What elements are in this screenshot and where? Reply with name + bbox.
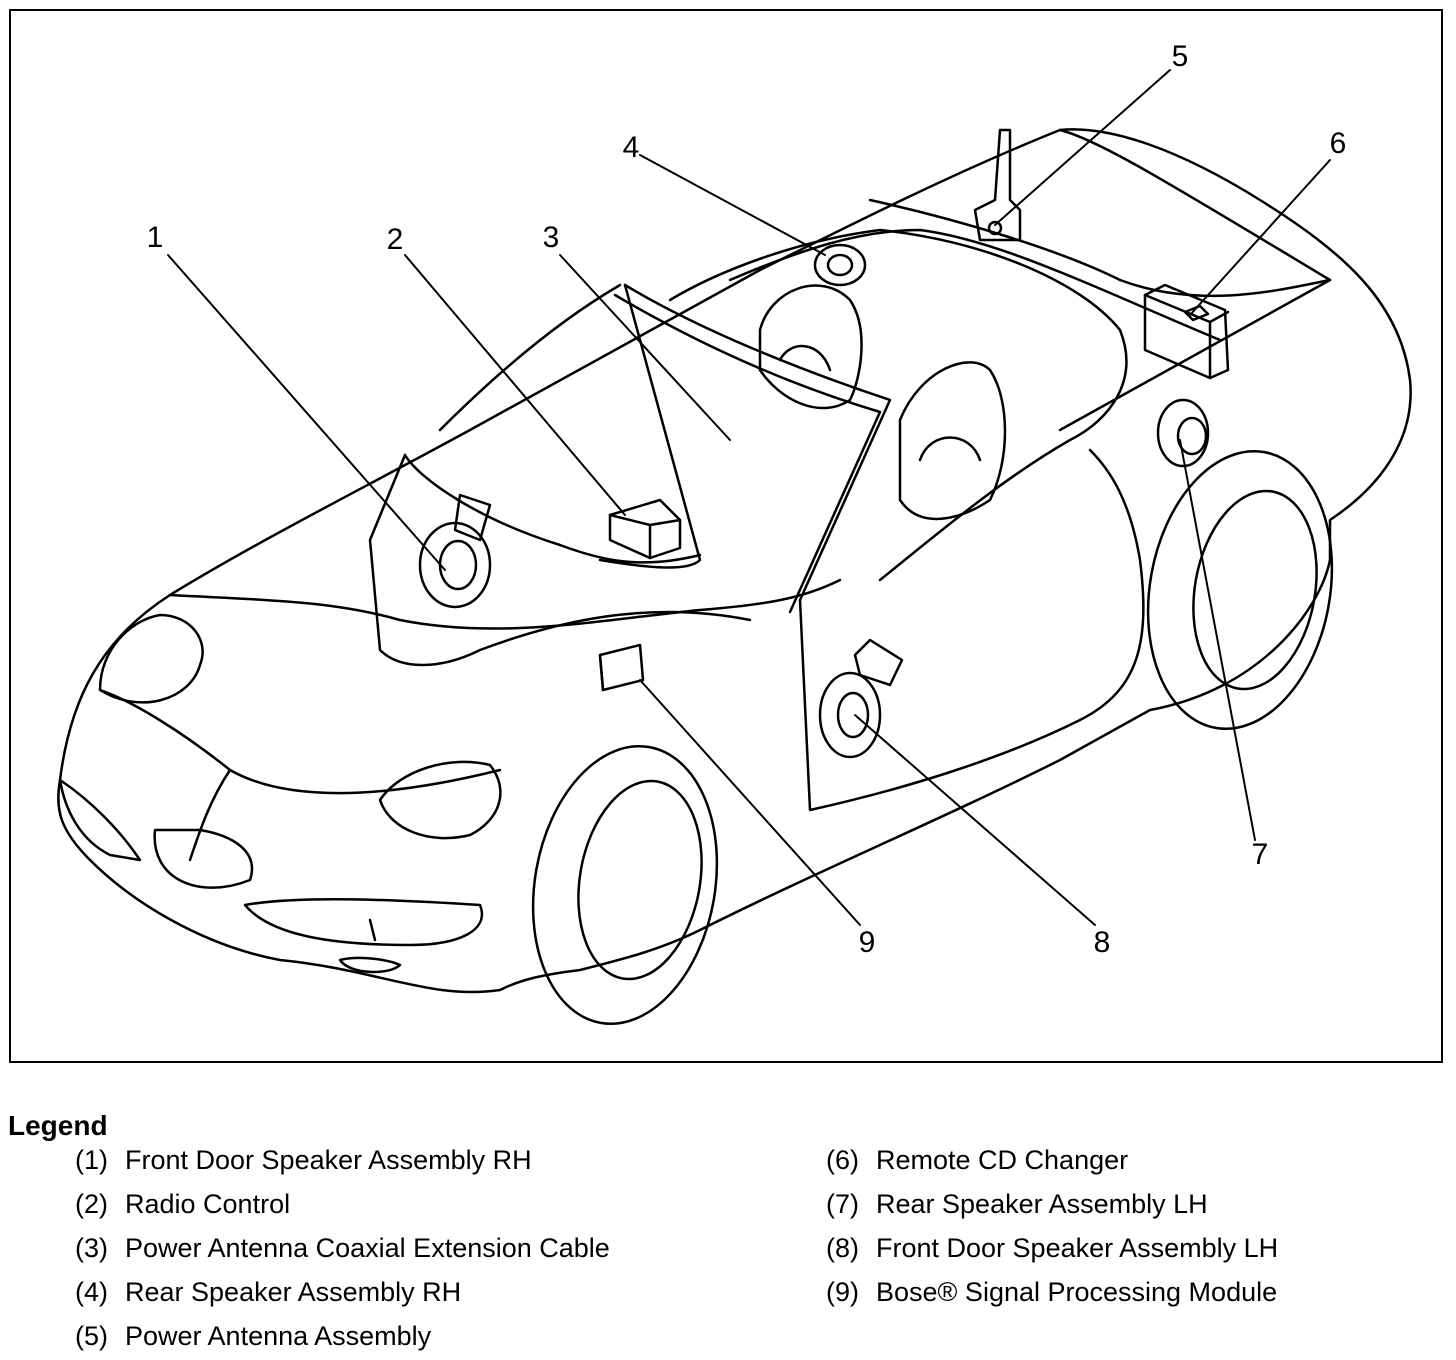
legend-number: (7)	[826, 1189, 859, 1219]
legend-number: (2)	[75, 1189, 108, 1219]
rear-wheel	[1146, 449, 1334, 731]
leader-2	[404, 254, 626, 516]
legend-text: Front Door Speaker Assembly LH	[876, 1233, 1279, 1263]
callout-8: 8	[1093, 926, 1111, 959]
legend-title: Legend	[8, 1110, 108, 1141]
car-audio-system-drawing	[57, 69, 1412, 1026]
legend-number: (5)	[75, 1321, 108, 1351]
front-wheel	[531, 744, 719, 1026]
legend-text: Bose® Signal Processing Module	[876, 1277, 1278, 1307]
leader-3	[559, 254, 731, 441]
legend-number: (8)	[826, 1233, 859, 1263]
legend-item-7: (7) Rear Speaker Assembly LH	[826, 1188, 1208, 1220]
leader-8	[854, 714, 1096, 926]
legend-item-3: (3) Power Antenna Coaxial Extension Cable	[75, 1232, 610, 1264]
legend-text: Front Door Speaker Assembly RH	[125, 1145, 532, 1175]
legend-text: Radio Control	[125, 1189, 291, 1219]
legend-item-9: (9) Bose® Signal Processing Module	[826, 1276, 1277, 1308]
diagram-frame	[9, 9, 1443, 1063]
callout-9: 9	[858, 926, 876, 959]
callout-7: 7	[1251, 838, 1269, 871]
legend-item-8: (8) Front Door Speaker Assembly LH	[826, 1232, 1278, 1264]
legend-text: Power Antenna Coaxial Extension Cable	[125, 1233, 610, 1263]
legend-item-4: (4) Rear Speaker Assembly RH	[75, 1276, 461, 1308]
legend-number: (4)	[75, 1277, 108, 1307]
callout-3: 3	[542, 221, 560, 254]
front-door-speaker-lh	[818, 638, 904, 759]
car-body	[57, 128, 1412, 994]
legend-item-5: (5) Power Antenna Assembly	[75, 1320, 431, 1352]
leader-5	[994, 69, 1171, 226]
rear-speaker-lh	[1156, 398, 1210, 468]
legend-number: (3)	[75, 1233, 108, 1263]
legend-text: Rear Speaker Assembly RH	[125, 1277, 462, 1307]
radio-control	[608, 498, 682, 560]
callout-2: 2	[386, 223, 404, 256]
legend-text: Remote CD Changer	[876, 1145, 1129, 1175]
legend-number: (1)	[75, 1145, 108, 1175]
callout-leader-lines	[167, 69, 1331, 926]
legend-item-1: (1) Front Door Speaker Assembly RH	[75, 1144, 532, 1176]
leader-1	[167, 254, 446, 571]
legend-number: (6)	[826, 1145, 859, 1175]
legend-text: Rear Speaker Assembly LH	[876, 1189, 1208, 1219]
callout-6: 6	[1329, 127, 1347, 160]
callout-4: 4	[622, 131, 640, 164]
rear-speaker-rh	[813, 243, 867, 287]
callout-1: 1	[146, 221, 164, 254]
legend-text: Power Antenna Assembly	[125, 1321, 432, 1351]
bose-module	[598, 643, 645, 692]
legend-number: (9)	[826, 1277, 859, 1307]
remote-cd-changer	[1143, 283, 1230, 380]
leader-7	[1179, 439, 1256, 841]
power-antenna	[973, 128, 1022, 242]
legend-item-2: (2) Radio Control	[75, 1188, 290, 1220]
callout-5: 5	[1171, 40, 1189, 73]
legend-item-6: (6) Remote CD Changer	[826, 1144, 1128, 1176]
leader-9	[639, 679, 861, 926]
leader-4	[639, 154, 826, 256]
leader-6	[1189, 159, 1331, 316]
